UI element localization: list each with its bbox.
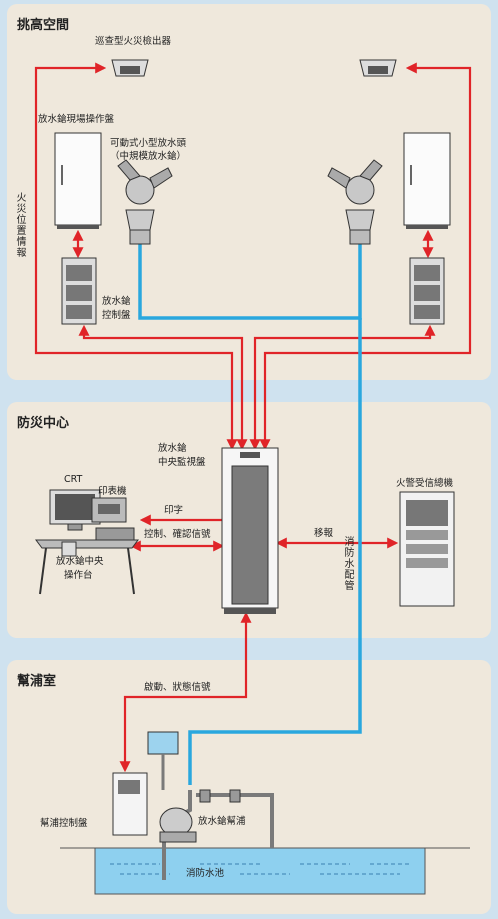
fire-pipe-label: 消防水配管 — [342, 536, 353, 591]
local-panel-label: 放水鎗現場操作盤 — [38, 114, 115, 125]
control-signal-label: 控制、確認信號 — [144, 529, 211, 540]
pump — [159, 789, 241, 843]
local-panel-right — [403, 132, 451, 229]
crt-console — [35, 489, 139, 595]
central-monitor-panel — [221, 447, 279, 614]
fire-detector-right — [359, 59, 397, 77]
nozzle-label-1: 可動式小型放水頭 — [110, 138, 187, 149]
gun-control-panel-left — [61, 257, 97, 325]
printer-label: 印表機 — [98, 486, 127, 497]
section-title-control-center: 防災中心 — [17, 416, 70, 431]
nozzle-label-2: （中規模放水鎗） — [110, 151, 187, 162]
gun-control-label-2: 控制盤 — [102, 310, 131, 321]
start-status-label: 啟動、狀態信號 — [144, 682, 211, 693]
relay-label: 移報 — [314, 528, 334, 539]
central-panel-label-1: 放水鎗 — [158, 443, 187, 454]
console-label-2: 操作台 — [64, 570, 93, 581]
central-panel-label-2: 中央監視盤 — [158, 457, 206, 468]
signal-lines — [34, 62, 472, 773]
water-pool — [60, 847, 470, 895]
pump-panel-label: 幫浦控制盤 — [40, 818, 88, 829]
water-pipe — [138, 240, 362, 785]
fire-location-label: 火災位置情報 — [14, 192, 25, 258]
water-nozzle-left — [117, 159, 173, 245]
detector-label: 巡查型火災檢出器 — [95, 36, 172, 47]
fire-detector-left — [111, 59, 149, 77]
fire-alarm-receiver — [399, 491, 455, 607]
console-label-1: 放水鎗中央 — [56, 556, 104, 567]
pump-label: 放水鎗幫浦 — [198, 816, 246, 827]
water-tank-label: 消防水池 — [186, 868, 225, 879]
crt-label: CRT — [64, 474, 83, 485]
gun-control-panel-right — [409, 257, 445, 325]
section-title-pump-room: 幫浦室 — [17, 674, 57, 689]
gun-control-label-1: 放水鎗 — [102, 296, 131, 307]
local-panel-left — [54, 132, 102, 229]
elevated-tank — [147, 731, 179, 790]
fire-receiver-label: 火警受信總機 — [396, 478, 454, 489]
print-label: 印字 — [164, 505, 184, 516]
section-title-atrium: 挑高空間 — [17, 18, 70, 33]
pump-control-panel — [112, 772, 148, 836]
water-nozzle-right — [327, 159, 383, 245]
